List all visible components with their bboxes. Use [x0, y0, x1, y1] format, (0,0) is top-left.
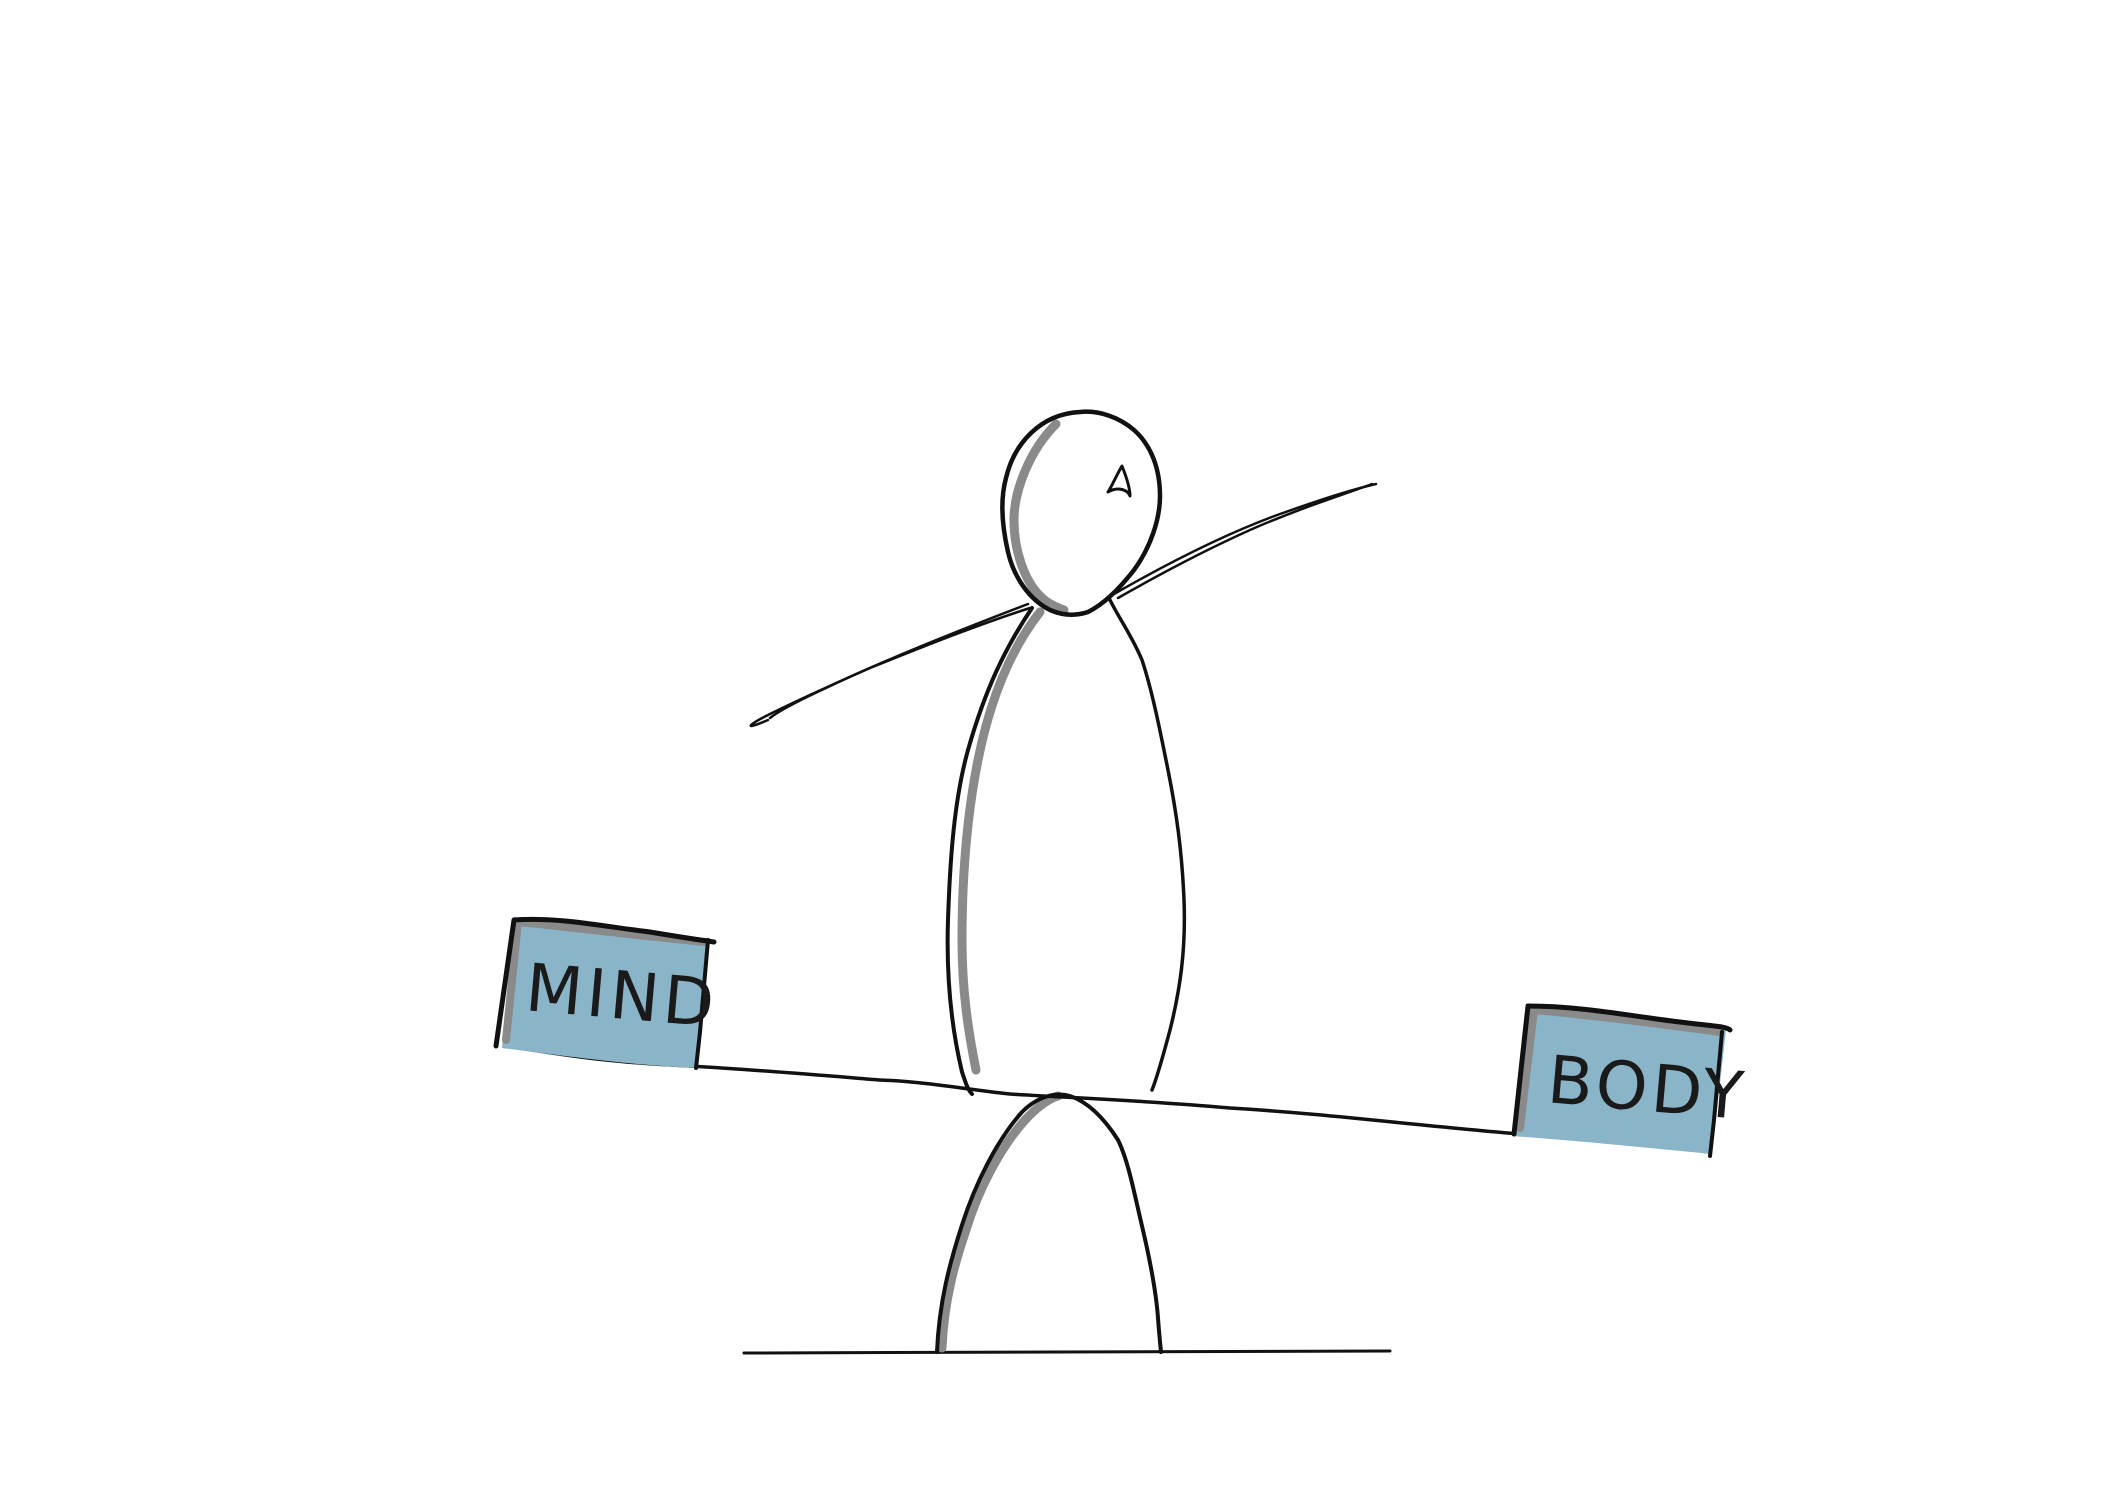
- mind-box-fill: [502, 917, 710, 1068]
- body-label: BODY: [1545, 1041, 1751, 1135]
- stick-figure: [749, 409, 1378, 1096]
- figure-head-shadow: [1009, 419, 1069, 615]
- body-box-fill: [1512, 1005, 1726, 1154]
- ground-line: [742, 1349, 1392, 1355]
- ear-icon: [1106, 464, 1132, 498]
- mind-label: MIND: [523, 949, 722, 1042]
- figure-body: [945, 606, 1034, 1096]
- figure-body-shadow: [957, 607, 1045, 1075]
- mind-box: MIND: [493, 916, 722, 1070]
- right-arm: [1116, 482, 1374, 600]
- figure-head: [1000, 409, 1163, 617]
- fulcrum: [935, 1091, 1163, 1354]
- body-box: BODY: [1511, 1003, 1751, 1158]
